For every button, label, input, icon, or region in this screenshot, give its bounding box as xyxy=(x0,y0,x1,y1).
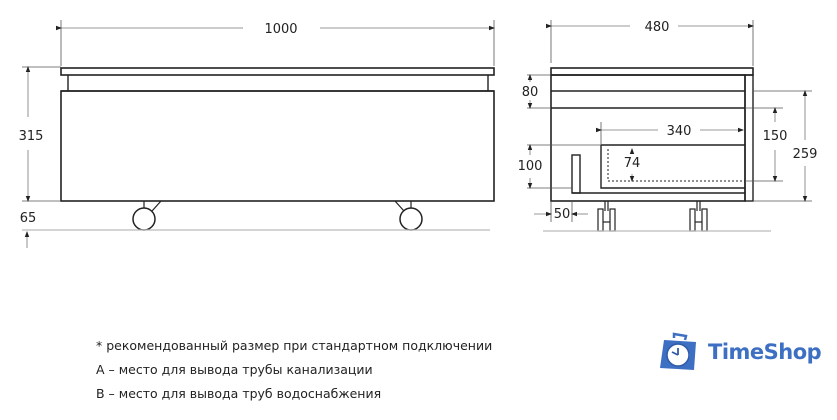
wheel-right xyxy=(394,200,423,231)
side-wheel-left xyxy=(597,201,616,232)
wheel-left xyxy=(132,200,162,231)
width-dimension: 1000 xyxy=(264,22,297,37)
pipe-height-dimension: 74 xyxy=(624,156,641,171)
briefcase-clock-icon xyxy=(660,332,696,370)
depth-dimension: 480 xyxy=(645,20,670,35)
height-dimension: 315 xyxy=(19,129,44,144)
notes: * рекомендованный размер при стандартном… xyxy=(96,334,492,406)
total-height-dimension: 259 xyxy=(793,147,818,162)
side-wheel-right xyxy=(689,201,708,232)
note-recommended: * рекомендованный размер при стандартном… xyxy=(96,338,493,353)
offset-dimension: 50 xyxy=(554,207,571,222)
leg-height-dimension: 65 xyxy=(20,211,37,226)
front-view xyxy=(22,20,495,248)
note-water-outlet: B – место для вывода труб водоснабжения xyxy=(96,386,382,401)
top-drawer-dimension: 80 xyxy=(522,85,539,100)
side-view xyxy=(527,20,812,232)
opening-dimension: 150 xyxy=(763,129,788,144)
logo-text: TimeShop xyxy=(708,340,822,364)
timeshop-logo: TimeShop xyxy=(658,332,822,372)
drawer-depth-dimension: 340 xyxy=(667,124,692,139)
bottom-dimension: 100 xyxy=(518,159,543,174)
note-sewer-outlet: A – место для вывода трубы канализации xyxy=(96,362,373,377)
